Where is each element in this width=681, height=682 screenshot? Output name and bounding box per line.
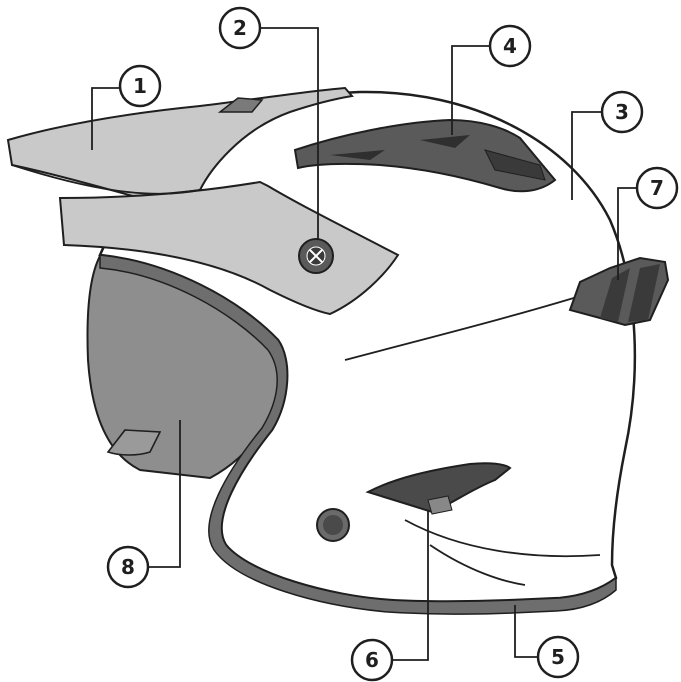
- svg-text:5: 5: [551, 645, 565, 669]
- svg-text:4: 4: [503, 34, 517, 58]
- svg-text:8: 8: [121, 555, 135, 579]
- svg-text:7: 7: [650, 176, 664, 200]
- pivot-button-inner: [323, 515, 343, 535]
- callout-2: 2: [220, 8, 260, 48]
- callout-4: 4: [490, 26, 530, 66]
- svg-text:1: 1: [133, 74, 147, 98]
- callout-7: 7: [637, 168, 677, 208]
- callout-1: 1: [120, 66, 160, 106]
- svg-text:2: 2: [233, 16, 247, 40]
- callout-6: 6: [352, 640, 392, 680]
- svg-text:6: 6: [365, 648, 379, 672]
- callout-5: 5: [538, 637, 578, 677]
- callout-8: 8: [108, 547, 148, 587]
- svg-text:3: 3: [615, 100, 629, 124]
- callout-3: 3: [602, 92, 642, 132]
